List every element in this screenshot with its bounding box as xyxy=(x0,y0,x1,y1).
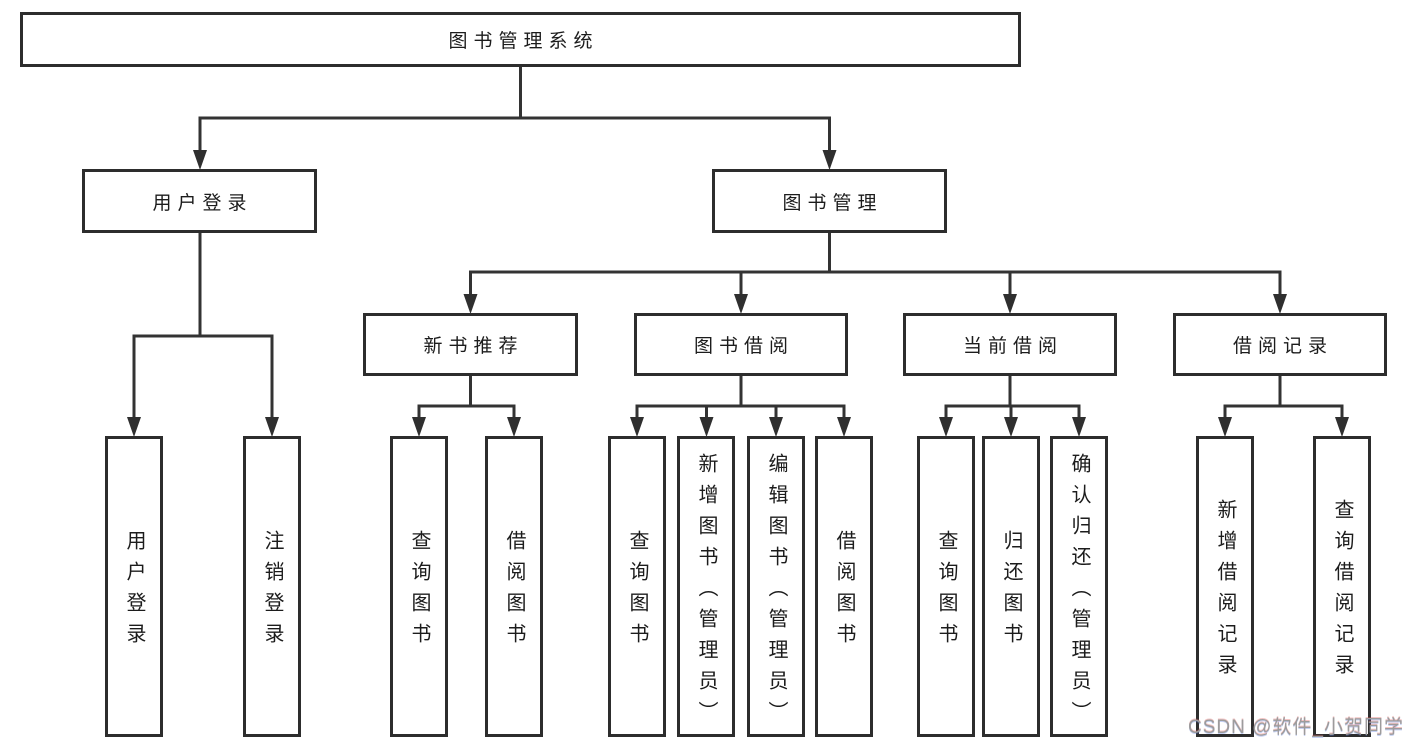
node-borrow-records: 借阅记录 xyxy=(1173,313,1387,376)
leaf-logout: 注销登录 xyxy=(243,436,301,737)
leaf-borrow-books-recommend: 借阅图书 xyxy=(485,436,543,737)
leaf-label: 归还图书 xyxy=(1000,530,1022,654)
leaf-query-books-recommend: 查询图书 xyxy=(390,436,448,737)
leaf-label: 借阅图书 xyxy=(833,530,855,654)
leaf-query-borrow-record: 查询借阅记录 xyxy=(1313,436,1371,737)
node-book-management: 图书管理 xyxy=(712,169,947,233)
leaf-label: 编辑图书（管理员） xyxy=(765,452,787,732)
leaf-confirm-return-admin: 确认归还（管理员） xyxy=(1050,436,1108,737)
node-user-login: 用户登录 xyxy=(82,169,317,233)
leaf-label: 新增图书（管理员） xyxy=(695,452,717,732)
node-root: 图书管理系统 xyxy=(20,12,1021,67)
leaf-query-books-current: 查询图书 xyxy=(917,436,975,737)
leaf-label: 查询图书 xyxy=(626,530,648,654)
arrowheads xyxy=(127,150,1349,437)
leaf-label: 注销登录 xyxy=(261,530,283,654)
leaf-add-borrow-record: 新增借阅记录 xyxy=(1196,436,1254,737)
node-book-borrow: 图书借阅 xyxy=(634,313,848,376)
leaf-label: 查询借阅记录 xyxy=(1331,499,1353,685)
leaf-user-login: 用户登录 xyxy=(105,436,163,737)
node-new-book-recommend: 新书推荐 xyxy=(363,313,578,376)
leaf-label: 新增借阅记录 xyxy=(1214,499,1236,685)
leaf-label: 查询图书 xyxy=(935,530,957,654)
leaf-label: 查询图书 xyxy=(408,530,430,654)
leaf-label: 借阅图书 xyxy=(503,530,525,654)
leaf-return-book: 归还图书 xyxy=(982,436,1040,737)
watermark: CSDN @软件_小贺同学 xyxy=(1188,717,1404,738)
node-current-borrow: 当前借阅 xyxy=(903,313,1117,376)
leaf-edit-book-admin: 编辑图书（管理员） xyxy=(747,436,805,737)
leaf-borrow-books: 借阅图书 xyxy=(815,436,873,737)
leaf-label: 确认归还（管理员） xyxy=(1068,452,1090,732)
leaf-label: 用户登录 xyxy=(123,530,145,654)
leaf-add-book-admin: 新增图书（管理员） xyxy=(677,436,735,737)
leaf-query-books-borrow: 查询图书 xyxy=(608,436,666,737)
